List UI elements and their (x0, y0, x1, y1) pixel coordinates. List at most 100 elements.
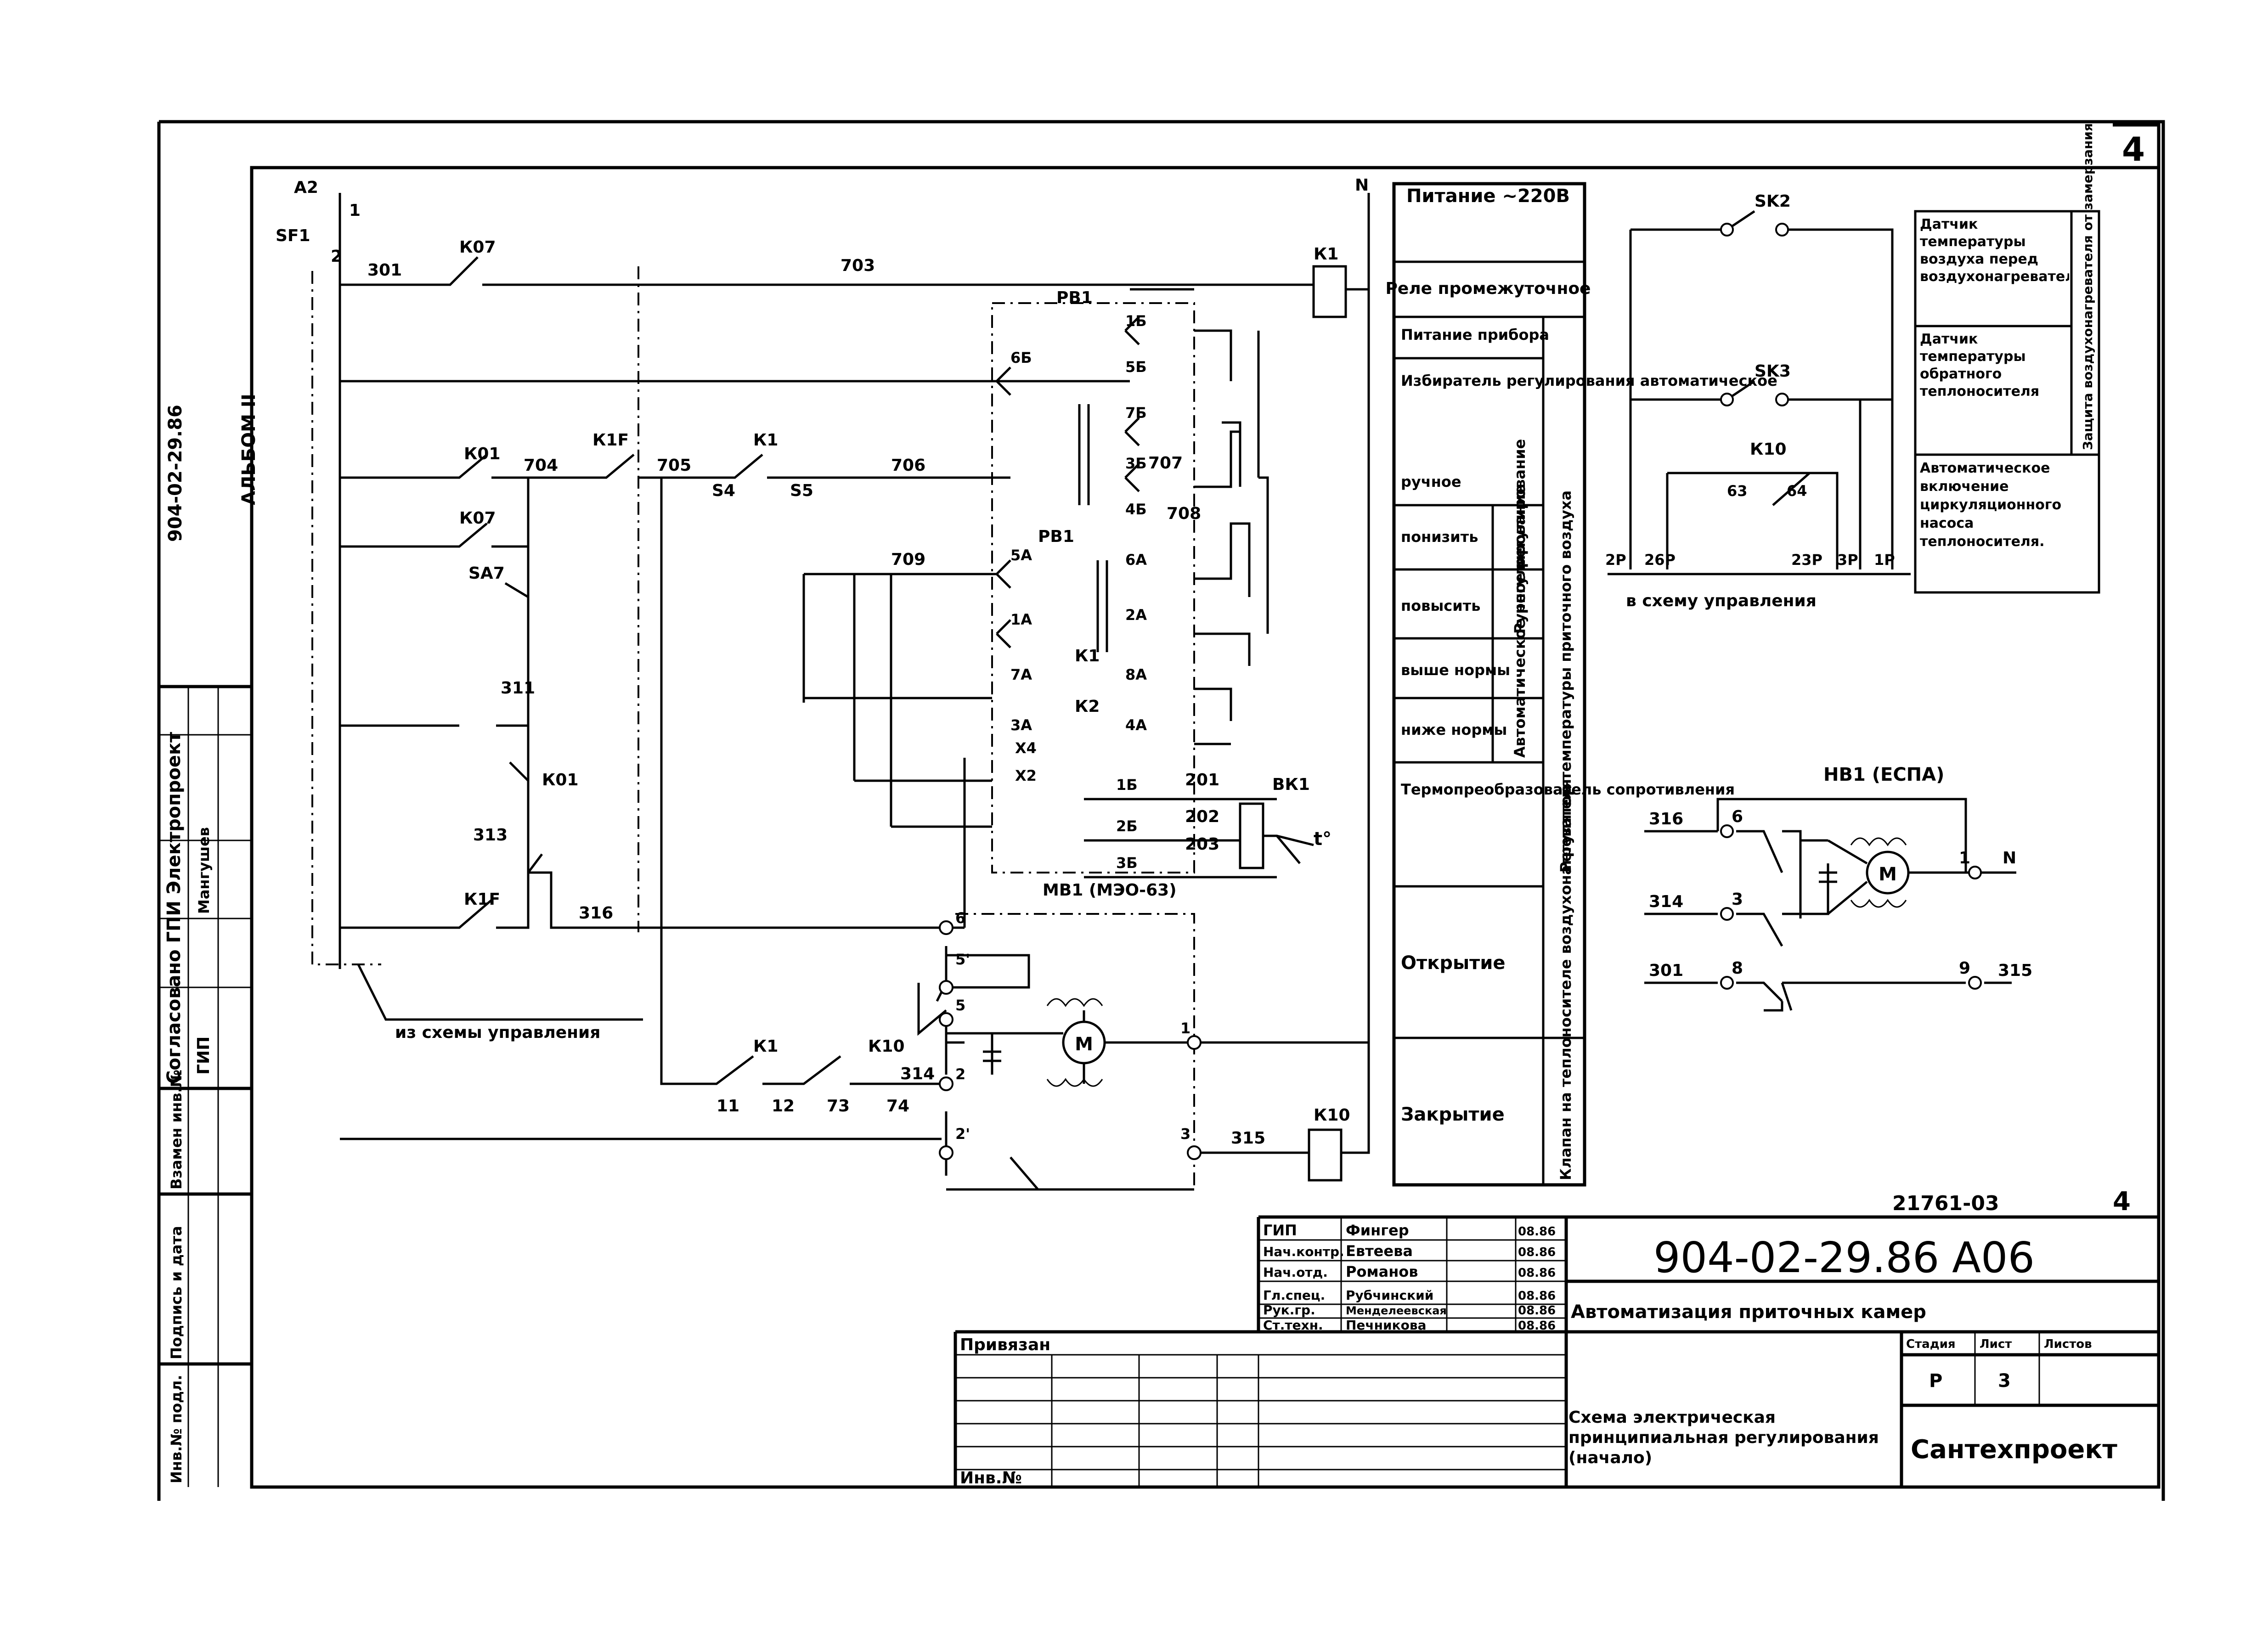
mb-1b: 1Б (1116, 776, 1138, 794)
label-k1f-low: К1F (464, 890, 500, 909)
stamp-gip-name: Мангушев (195, 827, 213, 914)
label-from-control: из схемы управления (395, 1023, 600, 1042)
label-node-1: 1 (349, 201, 361, 220)
pump-title: НВ1 (ЕСПА) (1823, 764, 1944, 785)
tb-stage-label: Стадия (1906, 1337, 1956, 1351)
label-to-control: в схему управления (1626, 592, 1817, 610)
label-708: 708 (1167, 504, 1201, 523)
sb-1p: 1Р (1874, 551, 1895, 569)
label-k07-top: К07 (459, 238, 496, 257)
sensor-desc3-box: Автоматическое включение циркуляционного… (1920, 460, 2061, 550)
corner-page-number: 4 (2122, 130, 2145, 169)
tb-project: Автоматизация приточных камер (1571, 1302, 1926, 1323)
legend-table (1392, 182, 1586, 1187)
label-k01: К01 (464, 445, 501, 463)
pump-wire-316: 316 (1649, 810, 1683, 828)
pump-wire-314: 314 (1649, 892, 1683, 911)
label-k1: К1 (753, 431, 778, 450)
tb-name-0: Фингер (1346, 1222, 1409, 1239)
label-pb1: PB1 (1056, 288, 1093, 307)
pb-3b: 3Б (1125, 455, 1147, 472)
pb-1a: 1А (1010, 611, 1032, 628)
label-202: 202 (1185, 807, 1219, 826)
pb-2a: 2А (1125, 606, 1147, 624)
label-315: 315 (1231, 1129, 1265, 1148)
stamp-cell-inv: Инв.№ подл. (168, 1375, 185, 1483)
tb-date-5: 08.86 (1518, 1319, 1556, 1333)
legend-selector-auto: Избиратель регулирования автоматическое (1401, 372, 1777, 389)
legend-v-regulator: Регулятор температуры приточного воздуха (1557, 490, 1574, 873)
label-703: 703 (841, 256, 875, 275)
label-sk3: SK3 (1755, 362, 1791, 381)
sensor-desc2: Датчик температуры обратного теплоносите… (1920, 331, 2040, 400)
tb-sheet-no: 3 (1998, 1370, 2011, 1392)
label-k1f: К1F (592, 431, 629, 450)
title-block (953, 1215, 2159, 1487)
tb-name-1: Евтеева (1346, 1242, 1413, 1260)
tb-drawing: Схема электрическая принципиальная регул… (1568, 1408, 1879, 1467)
schematic-labels: А2 SF1 1 2 N 301 703 704 705 706 707 708… (276, 176, 1369, 1148)
side-album: АЛЬБОМ II (238, 394, 260, 505)
label-311: 311 (501, 679, 535, 698)
tb-inv: Инв.№ (960, 1469, 1022, 1488)
label-709: 709 (891, 550, 925, 569)
term-3: 3 (1180, 1125, 1190, 1143)
label-707: 707 (1148, 454, 1183, 473)
side-album-group: АЛЬБОМ II (238, 394, 260, 505)
pb-6b: 6Б (1010, 349, 1032, 366)
legend-close: Закрытие (1401, 1104, 1505, 1125)
stamp-cell-sign: Подпись и дата (168, 1226, 185, 1359)
label-12: 12 (772, 1097, 795, 1116)
term-1: 1 (1180, 1020, 1190, 1037)
tb-role-1: Нач.контр. (1263, 1244, 1344, 1259)
pump-out-term: 1 (1959, 849, 1970, 868)
tb-role-2: Нач.отд. (1263, 1265, 1328, 1280)
label-11: 11 (717, 1097, 739, 1116)
pb-8a: 8А (1125, 666, 1147, 683)
label-k07: К07 (459, 509, 496, 528)
sb-3p: 3Р (1837, 551, 1858, 569)
label-74: 74 (886, 1097, 909, 1116)
label-706: 706 (891, 456, 925, 475)
label-s3: S4 (712, 481, 735, 500)
tb-role-5: Ст.техн. (1263, 1318, 1323, 1333)
legend-above-norm: выше нормы (1401, 661, 1510, 679)
legend-v-auto: Автоматическое регулирование (1511, 485, 1529, 758)
pump-term-8: 8 (1732, 959, 1743, 978)
label-bk1: ВК1 (1272, 775, 1310, 794)
tb-sheets-label: Листов (2044, 1337, 2092, 1351)
pb-1b: 1Б (1125, 312, 1147, 330)
label-sa7: SA7 (468, 564, 505, 583)
sb-64: 64 (1787, 482, 1807, 500)
label-sf1: SF1 (276, 226, 310, 245)
tb-mark: А06 (1952, 1233, 2035, 1282)
tb-date-4: 08.86 (1518, 1304, 1556, 1318)
label-704: 704 (524, 456, 558, 475)
label-a2: А2 (294, 178, 318, 197)
legend-manual: ручное (1401, 473, 1461, 490)
legend-thermo: Термопреобразователь сопротивления (1401, 781, 1735, 798)
pump-term-3: 3 (1732, 890, 1743, 909)
pb-7b: 7Б (1125, 404, 1147, 422)
sheet-frame (157, 120, 2165, 1501)
tb-date-3: 08.86 (1518, 1289, 1556, 1303)
pump-term-6: 6 (1732, 807, 1743, 826)
tb-role-0: ГИП (1263, 1222, 1297, 1239)
tb-code: 904-02-29.86 (1653, 1233, 1939, 1282)
label-316: 316 (579, 904, 613, 923)
label-73: 73 (827, 1097, 850, 1116)
term-2p: 2' (955, 1125, 970, 1143)
sensor-desc2-box: Датчик температуры обратного теплоносите… (1920, 331, 2040, 400)
tb-page: 4 (2113, 1187, 2131, 1217)
stamp-cell-repl: Взамен инв.№ (168, 1070, 185, 1189)
mb-3b: 3Б (1116, 854, 1138, 872)
term-6: 6 (955, 909, 965, 927)
legend-open: Открытие (1401, 952, 1505, 974)
pb-x2: Х2 (1015, 767, 1037, 784)
label-301: 301 (367, 261, 402, 280)
stamp-gip: ГИП (194, 1037, 213, 1075)
pb-5a: 5А (1010, 547, 1032, 564)
legend-power: Питание ~220В (1406, 186, 1570, 207)
term-2: 2 (955, 1065, 965, 1083)
label-k01-low: К01 (542, 771, 579, 789)
